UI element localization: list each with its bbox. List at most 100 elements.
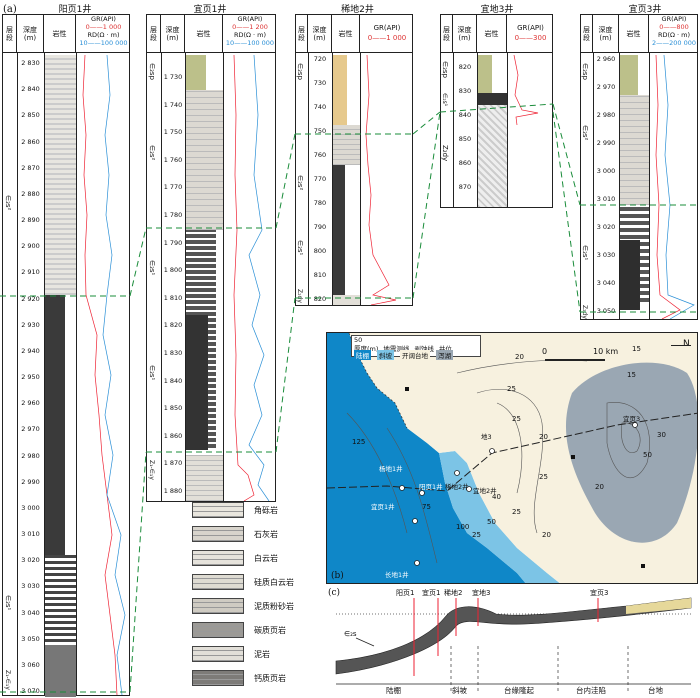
log-curves-yidi3 <box>513 55 539 126</box>
rd-scale: 2——200 000 <box>651 39 696 47</box>
lithology-carbon-shale <box>620 240 640 310</box>
depth-tick: 1 800 <box>163 266 183 275</box>
depth-tick: 3 050 <box>596 307 616 315</box>
contour-label: 100 <box>456 523 470 531</box>
section-svg <box>335 597 692 691</box>
layer-label: ∈₂s² <box>4 195 12 211</box>
depth-header: 深度(m) <box>161 15 185 53</box>
lithology-header: 岩性 <box>477 15 507 53</box>
layer-label: ∈₂sp <box>441 61 449 78</box>
depth-tick: 2 890 <box>21 216 40 224</box>
depth-tick: 770 <box>313 175 327 183</box>
layer-label: ∈₂s² <box>296 175 304 191</box>
map-well-label: 阳页1井 <box>419 483 443 491</box>
depth-tick: 720 <box>313 55 327 63</box>
section-zone-label: 台内洼陷 <box>576 686 606 695</box>
layer-label: ∈₂s¹ <box>296 240 304 256</box>
well-title-xidi2: 稀地2井 <box>341 5 374 15</box>
depth-tick: 750 <box>313 127 327 135</box>
lithology-limestone <box>620 95 649 205</box>
contour-label: 40 <box>492 493 501 501</box>
legend-thickness-sample: 50 <box>354 336 363 344</box>
section-well-label: 稀地2 <box>444 589 463 597</box>
depth-tick: 3 020 <box>596 223 616 231</box>
depth-tick: 1 820 <box>163 321 183 330</box>
depth-tick: 3 030 <box>21 582 40 591</box>
map-well-label: 宜地2井 <box>473 487 497 495</box>
lithology-carbon-shale <box>333 165 345 295</box>
depth-tick: 1 790 <box>163 238 183 247</box>
map-well-label: 宜页1井 <box>371 503 395 511</box>
contour-label: 50 <box>643 451 652 459</box>
contour-label: 25 <box>472 531 481 539</box>
contour-label: 125 <box>352 438 366 446</box>
legend-well-location: 井位 <box>438 345 452 353</box>
depth-tick: 730 <box>313 79 327 87</box>
depth-tick: 1 730 <box>163 73 183 81</box>
legend-swatch <box>192 502 244 518</box>
depth-tick: 1 880 <box>163 487 183 495</box>
depth-tick: 1 830 <box>163 349 183 357</box>
layer-label: Z₂dy <box>296 289 303 303</box>
lithology-limestone <box>186 90 223 230</box>
depth-tick: 2 980 <box>596 111 616 119</box>
depth-tick: 2 960 <box>596 55 616 63</box>
section-well-label: 阳页1 <box>396 589 415 597</box>
depth-tick: 1 780 <box>163 211 183 219</box>
depth-tick: 2 950 <box>21 373 40 381</box>
well-title-yidi3: 宜地3井 <box>480 5 514 15</box>
depth-tick: 1 740 <box>163 100 183 109</box>
legend-swatch <box>192 526 244 542</box>
legend-item: 石灰岩 <box>192 526 278 542</box>
depth-tick: 3 050 <box>21 634 40 643</box>
legend-lagoon: 泻湖 <box>436 350 453 360</box>
lithology-carbon-shale <box>478 93 507 105</box>
layer-header: 层段 <box>147 15 161 53</box>
layer-header: 层段 <box>441 15 453 53</box>
depth-tick: 3 060 <box>21 660 40 669</box>
rd-scale: 10——100 000 <box>79 39 128 47</box>
legend-item: 角砾岩 <box>192 502 278 518</box>
contour-label: 25 <box>512 415 521 423</box>
log-curves-yiye3 <box>655 55 695 319</box>
legend-swatch <box>192 670 244 686</box>
layer-label: Z₁-∈₁y <box>148 460 155 480</box>
rd-scale: 10——100 000 <box>225 39 275 47</box>
depth-tick: 3 000 <box>596 167 616 175</box>
layer-label: ∈₂s¹ <box>441 93 448 107</box>
map-svg <box>327 333 697 583</box>
depth-tick: 840 <box>458 111 472 119</box>
section-zone-label: 斜坡 <box>452 686 467 695</box>
lithology-limestone <box>333 125 360 165</box>
panel-c-label: (c) <box>328 588 341 598</box>
depth-tick: 800 <box>313 247 327 255</box>
north-arrow-icon <box>671 345 691 346</box>
lithology-carbon-shale <box>45 295 65 639</box>
depth-tick: 2 910 <box>21 268 40 277</box>
map-well-label: 稀地2井 <box>445 483 469 491</box>
gr-header: GR(API) <box>373 24 401 32</box>
depth-tick: 1 840 <box>163 376 183 385</box>
section-well-label: 宜地3 <box>472 589 491 597</box>
depth-header: 深度(m) <box>453 15 477 53</box>
legend-item: 泥质粉砂岩 <box>192 598 294 614</box>
legend-open-platform: 开阔台地 <box>400 350 430 360</box>
depth-tick: 2 990 <box>21 477 40 486</box>
depth-tick: 2 840 <box>21 85 40 94</box>
scale-bar <box>545 359 605 361</box>
depth-tick: 3 010 <box>21 530 40 538</box>
legend-erosion-line: 剥蚀线 <box>414 345 434 353</box>
section-zone-label: 台地 <box>648 686 663 695</box>
depth-header: 深度(m) <box>593 15 619 53</box>
well-column-yiye1: 层段 深度(m) 岩性 GR(API) 0——1 200 RD(Ω · m) 1… <box>146 14 276 502</box>
layer-label: ∈₂s¹ <box>581 245 589 261</box>
depth-tick: 3 000 <box>21 503 40 512</box>
legend-label: 白云岩 <box>254 553 278 563</box>
legend-swatch <box>192 646 244 662</box>
well-title-yangye1: 阳页1井 <box>58 5 92 15</box>
layer-label: ∈₂s² <box>148 145 156 161</box>
depth-tick: 1 770 <box>163 183 183 192</box>
contour-label: 50 <box>487 518 496 526</box>
